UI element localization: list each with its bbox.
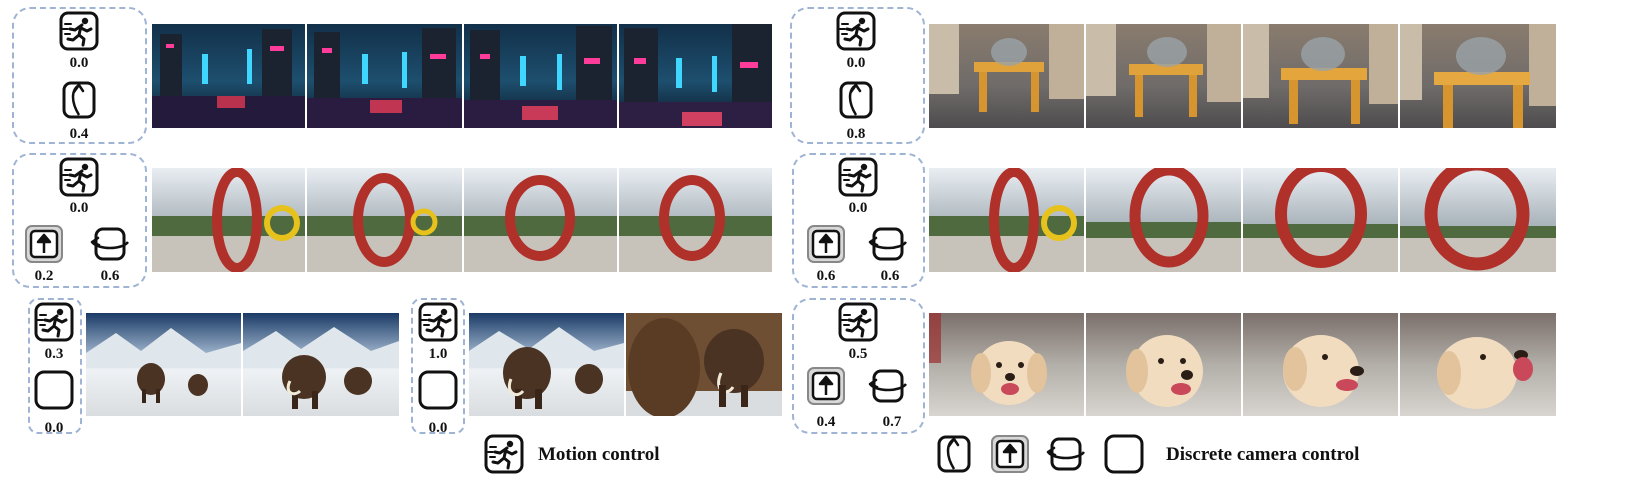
pan-value: 0.6 — [100, 268, 120, 284]
dog-frame-2 — [1086, 313, 1241, 416]
runner-icon — [838, 302, 878, 342]
pan-value: 0.6 — [880, 268, 900, 284]
static-icon — [1104, 434, 1144, 474]
static-value: 0.0 — [428, 420, 448, 436]
static-value: 0.0 — [44, 420, 64, 436]
ring-left-frame-3 — [464, 168, 617, 272]
video-frame — [929, 24, 1556, 128]
ring-right-frame-3 — [1243, 168, 1398, 272]
rotate-icon — [934, 434, 974, 474]
motion-value: 0.0 — [69, 200, 89, 216]
motion-value: 0.0 — [846, 55, 866, 71]
ring-right-frame-4 — [1400, 168, 1556, 272]
mammoth-2-frame-2 — [626, 313, 782, 416]
rotate-value: 0.8 — [846, 126, 866, 142]
pan-value: 0.7 — [882, 414, 902, 430]
ring-left-frame-2 — [307, 168, 462, 272]
mammoth-1-frame-1 — [86, 313, 241, 416]
zoom-icon — [990, 434, 1030, 474]
runner-icon — [59, 11, 99, 51]
pan-icon — [1044, 434, 1088, 474]
city-frame-1 — [152, 24, 305, 128]
runner-icon — [59, 157, 99, 197]
ring-left-frame-4 — [619, 168, 772, 272]
control-panel-city — [12, 7, 147, 144]
ring-right-frame-1 — [929, 168, 1084, 272]
zoom-value: 0.2 — [34, 268, 54, 284]
runner-icon — [418, 302, 458, 342]
control-panel-mammoth-1 — [28, 298, 82, 434]
dog-frame-3 — [1243, 313, 1398, 416]
control-panel-ring-right — [792, 153, 925, 288]
video-frame — [152, 24, 772, 128]
video-frame — [469, 313, 782, 416]
dog-frame-1 — [929, 313, 1084, 416]
motion-value: 1.0 — [428, 346, 448, 362]
shelf-frame-3 — [1243, 24, 1398, 128]
legend-motion-control: Motion control — [538, 444, 660, 465]
rotate-icon — [59, 80, 99, 120]
motion-value: 0.0 — [848, 200, 868, 216]
city-frame-2 — [307, 24, 462, 128]
motion-value: 0.3 — [44, 346, 64, 362]
ring-left-frame-1 — [152, 168, 305, 272]
zoom-icon — [806, 366, 846, 406]
video-frame — [152, 168, 772, 272]
legend-discrete-camera-control: Discrete camera control — [1166, 444, 1360, 465]
control-panel-shelf — [790, 7, 925, 144]
pan-icon — [866, 224, 910, 264]
shelf-frame-4 — [1400, 24, 1556, 128]
control-panel-dog — [792, 298, 925, 434]
dog-frame-4 — [1400, 313, 1556, 416]
zoom-value: 0.6 — [816, 268, 836, 284]
runner-icon — [838, 157, 878, 197]
video-frame — [929, 313, 1556, 416]
video-frame — [929, 168, 1556, 272]
shelf-frame-2 — [1086, 24, 1241, 128]
city-frame-4 — [619, 24, 772, 128]
rotate-icon — [836, 80, 876, 120]
static-icon — [34, 370, 74, 410]
rotate-value: 0.4 — [69, 126, 89, 142]
control-panel-mammoth-2 — [411, 298, 465, 434]
pan-icon — [88, 224, 132, 264]
runner-icon — [836, 11, 876, 51]
control-panel-ring-left — [12, 153, 147, 288]
mammoth-1-frame-2 — [243, 313, 399, 416]
motion-value: 0.0 — [69, 55, 89, 71]
static-icon — [418, 370, 458, 410]
mammoth-2-frame-1 — [469, 313, 624, 416]
runner-icon — [34, 302, 74, 342]
ring-right-frame-2 — [1086, 168, 1241, 272]
zoom-value: 0.4 — [816, 414, 836, 430]
zoom-icon — [24, 224, 64, 264]
city-frame-3 — [464, 24, 617, 128]
pan-icon — [866, 366, 910, 406]
runner-icon — [484, 434, 524, 474]
shelf-frame-1 — [929, 24, 1084, 128]
motion-value: 0.5 — [848, 346, 868, 362]
zoom-icon — [806, 224, 846, 264]
video-frame — [86, 313, 399, 416]
